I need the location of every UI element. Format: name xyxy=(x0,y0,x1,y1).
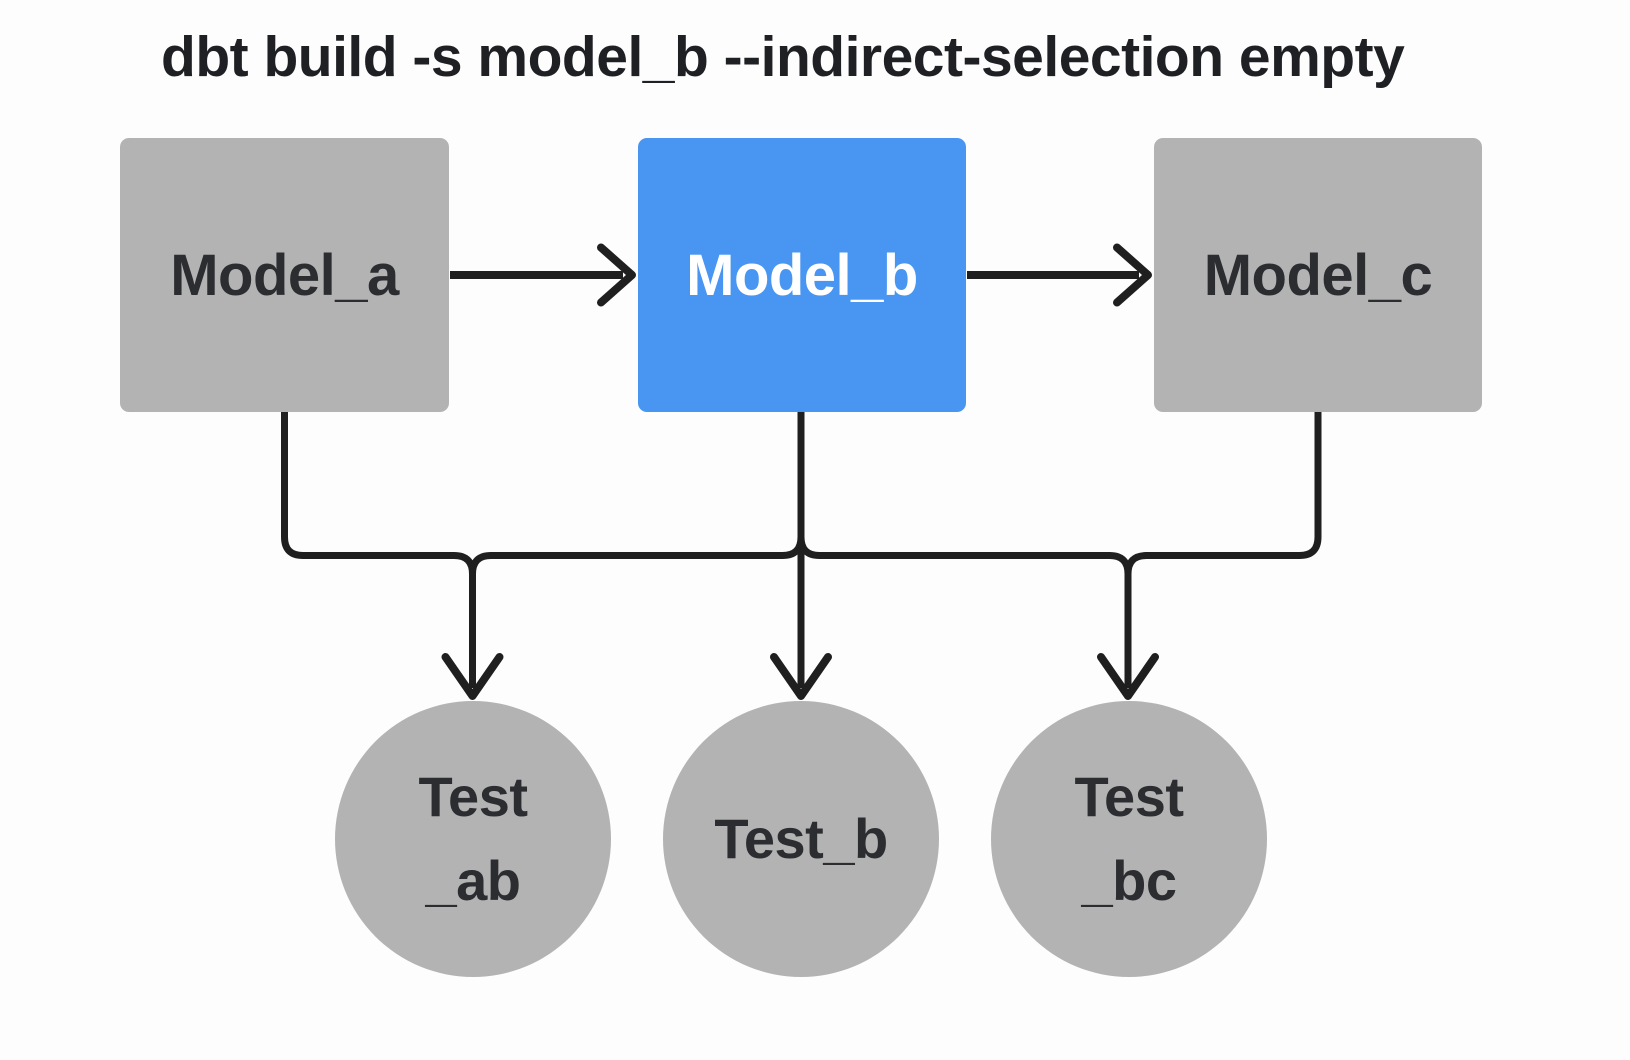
test-bc-label-line1: Test xyxy=(1074,765,1185,828)
arrowhead-test-bc-icon xyxy=(1097,653,1159,700)
model-node-c: Model_c xyxy=(1154,138,1482,412)
edge-model-b-to-test-ab xyxy=(469,536,805,575)
arrowhead-test-ab-icon xyxy=(441,653,504,700)
edge-model-c-to-test-bc xyxy=(1124,411,1322,575)
test-node-ab: Test _ab xyxy=(335,701,611,977)
edge-model-a-to-test-ab xyxy=(281,411,476,688)
arrowhead-model-b-icon xyxy=(597,243,636,307)
model-c-label: Model_c xyxy=(1203,242,1433,308)
model-b-label: Model_b xyxy=(686,242,918,308)
test-b-label-line1: Test_b xyxy=(714,807,888,870)
model-node-b-selected: Model_b xyxy=(638,138,966,412)
test-ab-label-line1: Test xyxy=(418,765,529,828)
edge-model-b-to-test-bc xyxy=(797,536,1132,688)
command-title: dbt build -s model_b --indirect-selectio… xyxy=(161,25,1405,89)
test-ab-label-line2: _ab xyxy=(425,849,522,912)
arrowhead-model-c-icon xyxy=(1113,243,1152,307)
model-node-a: Model_a xyxy=(120,138,449,412)
arrowhead-test-b-icon xyxy=(770,653,832,700)
model-a-label: Model_a xyxy=(170,242,399,308)
test-node-b: Test_b xyxy=(663,701,939,977)
test-node-bc: Test _bc xyxy=(991,701,1267,977)
test-bc-label-line2: _bc xyxy=(1081,849,1178,912)
